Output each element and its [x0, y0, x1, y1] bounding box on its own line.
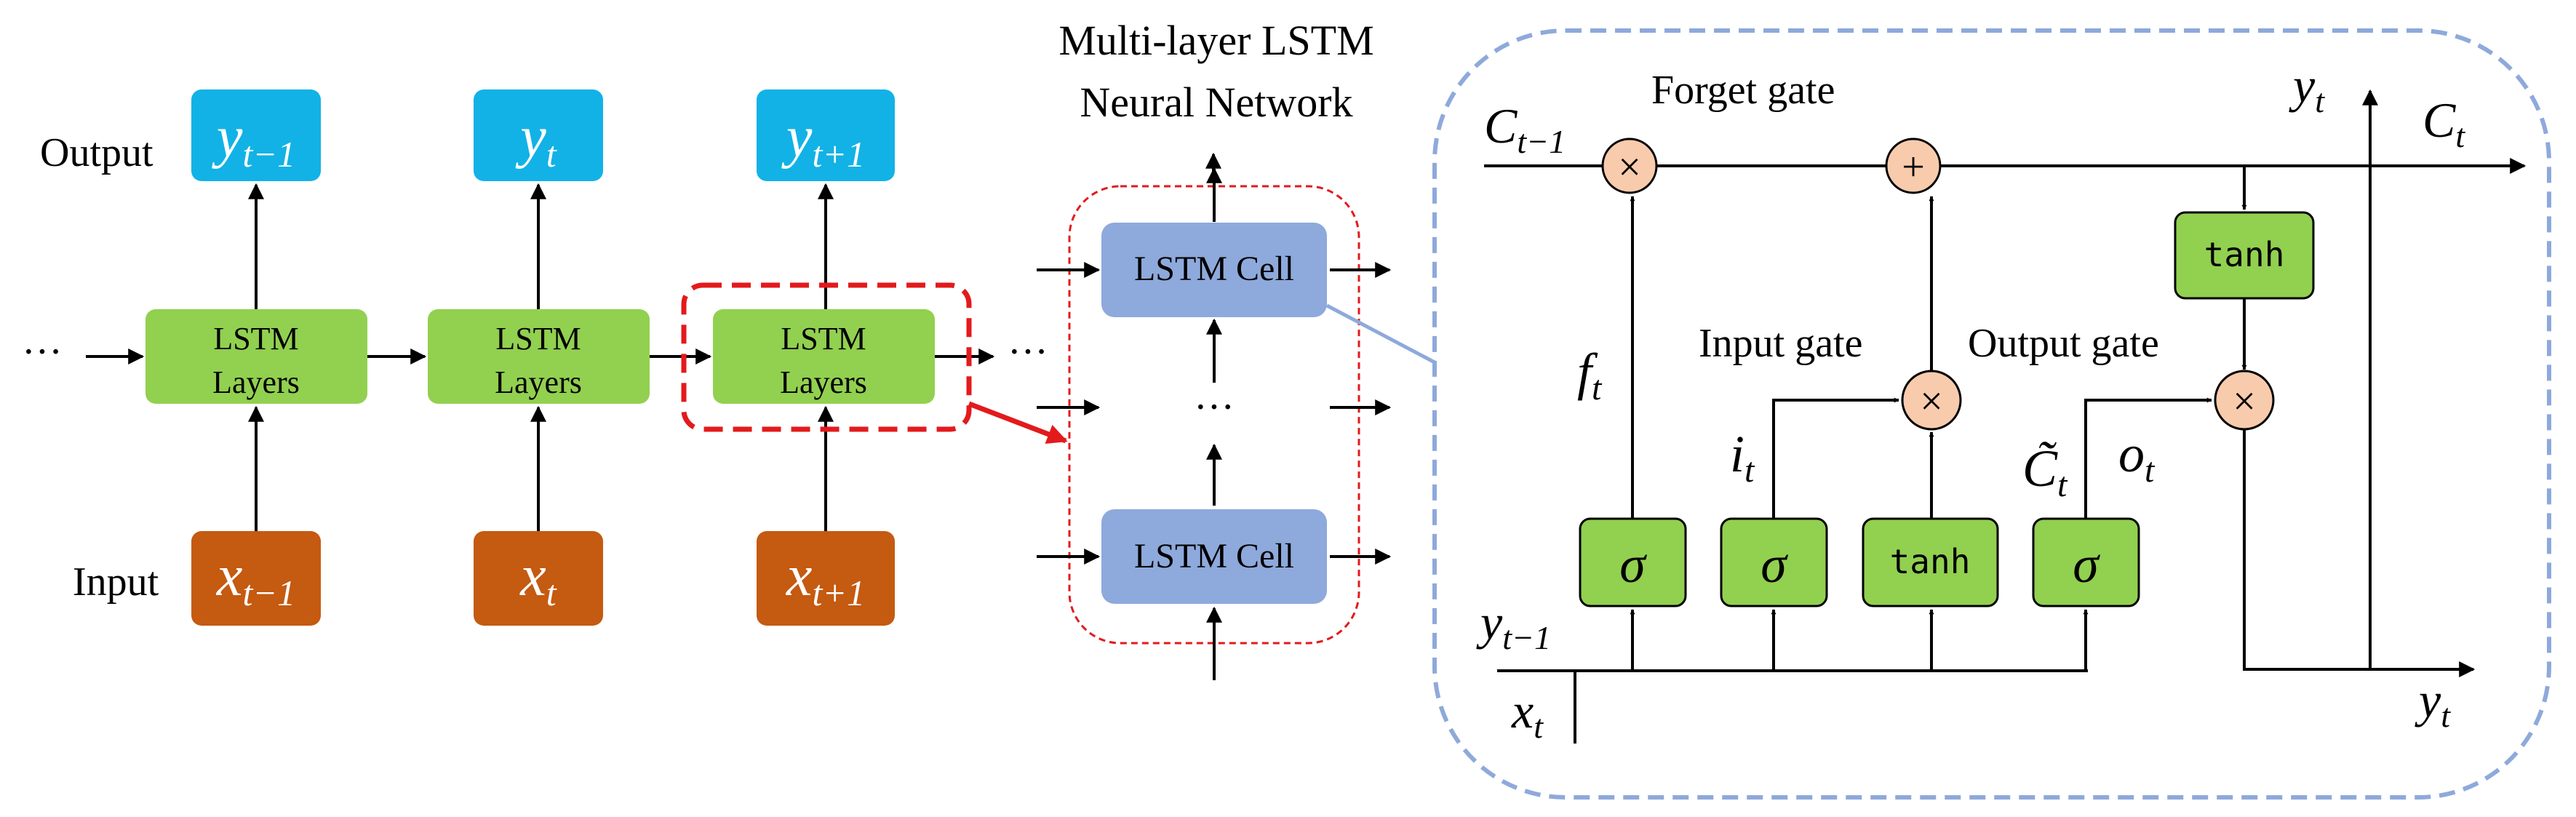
unrolled-network: Output Input yt−1 LSTM Layers xt−1 yt LS… — [22, 89, 1068, 626]
multilayer-title-line1: Multi-layer LSTM — [1058, 17, 1373, 64]
lstm-layers-label-line2: Layers — [495, 364, 582, 400]
candidate-tanh-label: tanh — [1890, 542, 1971, 581]
arrow-input-gate-to-mult — [1772, 397, 1899, 519]
lstm-layers-label-line2: Layers — [780, 364, 867, 400]
i-label: it — [1730, 425, 1755, 490]
o-label: ot — [2118, 425, 2156, 490]
lstm-cell-bottom — [1101, 509, 1327, 604]
plus-icon: + — [1902, 145, 1925, 190]
lstm-cell-top-label: LSTM Cell — [1134, 250, 1294, 288]
input-symbol: xt−1 — [216, 544, 295, 613]
input-symbol: xt+1 — [786, 544, 865, 613]
multiply-icon: × — [2233, 379, 2256, 424]
f-label: ft — [1577, 343, 1603, 407]
zoom-connector — [1325, 303, 1436, 364]
output-symbol: yt — [515, 105, 557, 175]
input-gate-label: Input gate — [1699, 321, 1862, 366]
x-label: xt — [1511, 683, 1544, 745]
output-symbol: yt+1 — [781, 105, 865, 175]
ellipsis-left: ··· — [22, 330, 63, 375]
output-box — [474, 89, 603, 181]
y-out-label: yt — [2414, 672, 2451, 734]
lstm-layers-label-line1: LSTM — [781, 321, 866, 356]
lstm-cell-bottom-label: LSTM Cell — [1134, 537, 1294, 575]
input-symbol: xt — [519, 544, 557, 613]
lstm-cell-detail: Ct−1 Ct Forget gate × + tanh × Output ga… — [1432, 28, 2551, 800]
highlight-box — [681, 282, 972, 432]
multiply-icon: × — [1920, 379, 1943, 424]
input-box — [191, 531, 321, 626]
sigma-label: σ — [2073, 535, 2100, 594]
output-box — [757, 89, 895, 181]
output-tanh-label: tanh — [2204, 235, 2285, 274]
sigma-label: σ — [1760, 535, 1788, 594]
y-top-label: yt — [2289, 57, 2325, 119]
input-box — [757, 531, 895, 626]
input-box — [474, 531, 603, 626]
multilayer-title-line2: Neural Network — [1080, 79, 1352, 126]
lstm-layers-box — [145, 309, 367, 404]
time-step-1: yt−1 LSTM Layers xt−1 — [145, 89, 367, 626]
time-step-3: yt+1 LSTM Layers xt+1 — [713, 89, 935, 626]
output-box — [191, 89, 321, 181]
c-prev-label: Ct−1 — [1484, 98, 1566, 160]
multi-layer-lstm: Multi-layer LSTM Neural Network LSTM Cel… — [1037, 17, 1436, 680]
multilayer-ellipsis: ··· — [1194, 385, 1235, 430]
ellipsis-right: ··· — [1008, 330, 1048, 375]
lstm-layers-label-line1: LSTM — [495, 321, 581, 356]
lstm-cell-top — [1101, 223, 1327, 317]
lstm-layers-label-line1: LSTM — [213, 321, 298, 356]
forget-multiply-node — [1601, 138, 1658, 194]
sigma-label: σ — [1619, 535, 1647, 594]
input-label: Input — [73, 559, 159, 605]
c-tilde-label: C̃t — [2022, 439, 2068, 504]
cell-detail-border — [1432, 28, 2551, 800]
time-step-2: yt LSTM Layers xt — [428, 89, 650, 626]
c-next-label: Ct — [2423, 92, 2465, 154]
highlight-arrow — [968, 401, 1068, 445]
cell-add-node — [1885, 138, 1942, 194]
lstm-layers-label-line2: Layers — [212, 364, 300, 400]
output-gate-label: Output gate — [1968, 321, 2159, 366]
hidden-state-line — [2243, 429, 2370, 671]
output-symbol: yt−1 — [212, 105, 295, 175]
output-label: Output — [40, 130, 153, 175]
y-prev-label: yt−1 — [1476, 594, 1551, 656]
arrow-output-gate-to-mult — [2084, 397, 2212, 519]
forget-gate-label: Forget gate — [1651, 68, 1835, 113]
lstm-layers-box — [713, 309, 935, 404]
multiply-icon: × — [1618, 145, 1641, 190]
lstm-layers-box — [428, 309, 650, 404]
